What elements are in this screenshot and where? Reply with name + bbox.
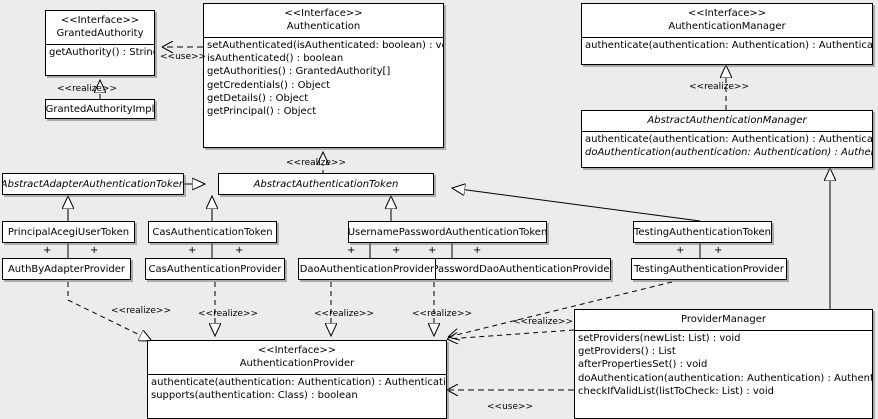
class-name: TestingAuthenticationProvider (634, 263, 784, 275)
edge-label-realize-abstract-authentication-manager: <<realize>> (689, 82, 749, 92)
edge-label-use-granted-authority: <<use>> (160, 52, 207, 62)
class-header: <<Interface>> AuthenticationProvider (148, 341, 446, 374)
operation: getProviders() : List (578, 346, 676, 358)
operation: setAuthenticated(isAuthenticated: boolea… (207, 40, 444, 51)
operation: getDetails() : Object (207, 92, 309, 104)
edge-label-realize-cas-authentication-provider: <<realize>> (198, 309, 258, 319)
association-plus: + (473, 245, 482, 256)
class-name: UsernamePasswordAuthenticationToken (348, 226, 547, 238)
operation: setProviders(newList: List) : void (578, 333, 741, 344)
stereotype-label: <<Interface>> (284, 8, 363, 19)
edge-label-realize-password-dao-authentication-provider: <<realize>> (412, 309, 472, 319)
class-name: CasAuthenticationProvider (148, 263, 282, 275)
class-name: CasAuthenticationToken (152, 226, 273, 238)
class-testing-authentication-token[interactable]: TestingAuthenticationToken (633, 221, 772, 243)
association-plus: + (392, 245, 401, 256)
operation: checkIfValidList(listToCheck: List) : vo… (578, 385, 775, 397)
class-provider-manager[interactable]: ProviderManager setProviders(newList: Li… (574, 309, 873, 419)
operations-compartment: authenticate(authentication: Authenticat… (148, 374, 446, 403)
operation: authenticate(authentication: Authenticat… (585, 40, 873, 51)
class-abstract-adapter-authentication-token[interactable]: AbstractAdapterAuthenticationToken (2, 173, 184, 195)
class-name: PasswordDaoAuthenticationProvider (435, 263, 611, 275)
class-name: GrantedAuthorityImpl (45, 103, 155, 115)
operations-compartment: setAuthenticated(isAuthenticated: boolea… (204, 37, 443, 119)
operation: afterPropertiesSet() : void (578, 359, 708, 371)
association-plus: + (90, 245, 99, 256)
class-name: AuthByAdapterProvider (7, 263, 126, 275)
association-plus: + (714, 245, 723, 256)
stereotype-label: <<Interface>> (257, 345, 337, 356)
class-cas-authentication-provider[interactable]: CasAuthenticationProvider (145, 258, 285, 280)
class-abstract-authentication-manager[interactable]: AbstractAuthenticationManager authentica… (581, 110, 873, 168)
class-name: TestingAuthenticationToken (633, 226, 772, 238)
class-testing-authentication-provider[interactable]: TestingAuthenticationProvider (631, 258, 787, 280)
operations-compartment: authenticate(authentication: Authenticat… (582, 37, 872, 53)
class-name: DaoAuthenticationProvider (299, 263, 435, 275)
class-name: PrincipalAcegiUserToken (7, 226, 130, 238)
class-header: <<Interface>> AuthenticationManager (582, 4, 872, 37)
association-plus: + (188, 245, 197, 256)
edge-label-realize-abstract-authentication-token: <<realize>> (286, 158, 346, 168)
operations-compartment: setProviders(newList: List) : void getPr… (575, 330, 872, 399)
class-abstract-authentication-token[interactable]: AbstractAuthenticationToken (218, 173, 434, 195)
association-plus: + (235, 245, 244, 256)
edge-label-realize-granted-authority-impl: <<realize>> (57, 84, 117, 94)
stereotype-label: <<Interface>> (687, 8, 767, 19)
class-authentication-manager[interactable]: <<Interface>> AuthenticationManager auth… (581, 3, 873, 65)
class-cas-authentication-token[interactable]: CasAuthenticationToken (148, 221, 277, 243)
operation: doAuthentication(authentication: Authent… (578, 372, 873, 384)
association-plus: + (428, 245, 437, 256)
class-name: AbstractAuthenticationToken (253, 178, 399, 190)
class-dao-authentication-provider[interactable]: DaoAuthenticationProvider (298, 258, 436, 280)
operation: authenticate(authentication: Authenticat… (151, 377, 447, 388)
class-header: <<Interface>> GrantedAuthority (46, 11, 154, 44)
edge-label-realize-provider-manager: <<realize>> (513, 317, 573, 327)
class-username-password-authentication-token[interactable]: UsernamePasswordAuthenticationToken (348, 221, 547, 243)
class-header: ProviderManager (575, 310, 872, 330)
class-name: AbstractAuthenticationManager (647, 115, 807, 126)
class-name: AbstractAdapterAuthenticationToken (2, 178, 184, 190)
class-auth-by-adapter-provider[interactable]: AuthByAdapterProvider (2, 258, 131, 280)
class-name: ProviderManager (680, 314, 766, 325)
class-name: AuthenticationManager (668, 21, 786, 32)
class-granted-authority-impl[interactable]: GrantedAuthorityImpl (45, 99, 155, 119)
operation: supports(authentication: Class) : boolea… (151, 390, 358, 402)
edge-label-realize-auth-by-adapter-provider: <<realize>> (111, 306, 171, 316)
edge-label-use-provider-manager: <<use>> (487, 402, 534, 412)
association-plus: + (676, 245, 685, 256)
operation: getAuthorities() : GrantedAuthority[] (207, 66, 391, 78)
class-name: AuthenticationProvider (239, 358, 355, 369)
edge-label-realize-dao-authentication-provider: <<realize>> (314, 309, 374, 319)
operation: authenticate(authentication: Authenticat… (585, 134, 873, 145)
operation: getCredentials() : Object (207, 79, 331, 91)
operation: isAuthenticated() : boolean (207, 53, 344, 65)
class-name: GrantedAuthority (56, 28, 144, 39)
class-password-dao-authentication-provider[interactable]: PasswordDaoAuthenticationProvider (435, 258, 611, 280)
operation: doAuthentication(authentication: Authent… (585, 147, 872, 159)
class-header: <<Interface>> Authentication (204, 4, 443, 37)
class-authentication[interactable]: <<Interface>> Authentication setAuthenti… (203, 3, 444, 148)
class-authentication-provider[interactable]: <<Interface>> AuthenticationProvider aut… (147, 340, 447, 419)
operations-compartment: getAuthority() : String (46, 44, 154, 60)
class-principal-acegi-user-token[interactable]: PrincipalAcegiUserToken (2, 221, 135, 243)
class-header: AbstractAuthenticationManager (582, 111, 872, 131)
class-granted-authority[interactable]: <<Interface>> GrantedAuthority getAuthor… (45, 10, 155, 76)
association-plus: + (43, 245, 52, 256)
operation: getAuthority() : String (49, 47, 155, 58)
class-name: Authentication (286, 21, 361, 32)
operations-compartment: authenticate(authentication: Authenticat… (582, 131, 872, 160)
association-plus: + (347, 245, 356, 256)
operation: getPrincipal() : Object (207, 106, 317, 118)
stereotype-label: <<Interface>> (60, 15, 140, 26)
